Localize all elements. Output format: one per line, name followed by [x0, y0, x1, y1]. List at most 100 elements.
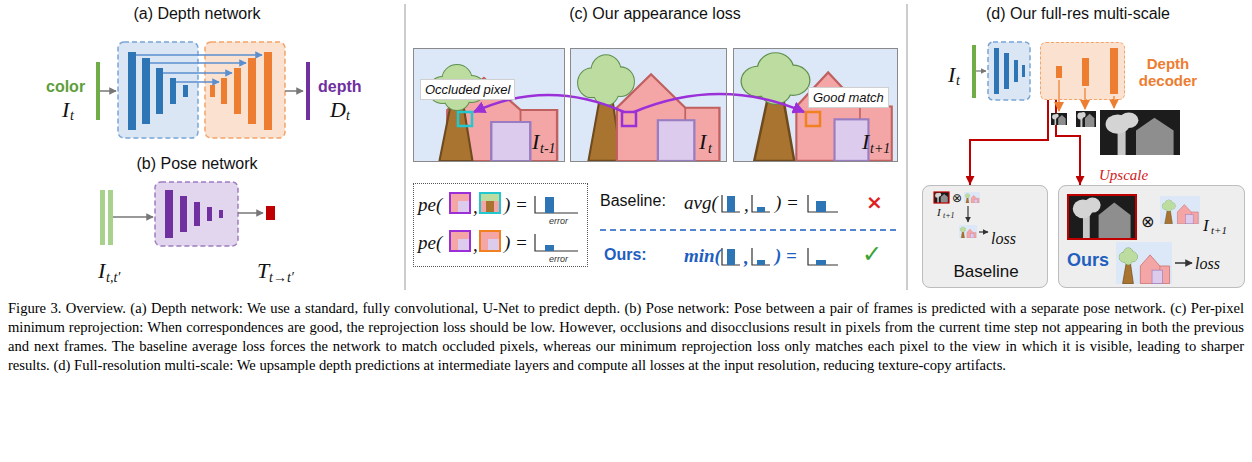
- multiscale-art: [922, 42, 1245, 288]
- depth-network-art: [150, 62, 246, 64]
- multiscale-art: [1068, 195, 1136, 239]
- node-text: I: [1203, 216, 1209, 236]
- math-subscript: t: [346, 108, 350, 124]
- math-subscript: t: [956, 73, 960, 89]
- node-text: t: [708, 141, 712, 157]
- frame-art: [622, 112, 636, 126]
- divider-line: [600, 229, 898, 231]
- node-text: ,: [473, 234, 478, 256]
- node-text: ) =: [504, 194, 528, 216]
- multiscale-art: [1076, 111, 1096, 127]
- math-symbol: T: [257, 258, 269, 284]
- node-text: loss: [991, 230, 1016, 248]
- node-text: Depth decoder: [1133, 55, 1203, 90]
- error-bar-chart: [722, 195, 740, 212]
- node-text: I: [862, 129, 869, 155]
- math-symbol: D: [330, 97, 346, 123]
- depth-network-art: [170, 78, 176, 104]
- multiscale-art: [1082, 58, 1089, 86]
- multiscale-art: [1056, 48, 1118, 94]
- depth-network-art: [156, 68, 163, 114]
- depth-network-art: [183, 85, 188, 97]
- error-bar-chart: [752, 248, 770, 265]
- equation-text: ,: [744, 194, 749, 216]
- error-bar-chart: [752, 195, 770, 212]
- connector-arrow: [970, 100, 1048, 185]
- loss-box: Upscale⊗It+1lossOurs: [1058, 185, 1245, 288]
- multiscale-art: [1051, 113, 1067, 125]
- depth-network-art: [234, 68, 241, 114]
- patch-art: [480, 193, 500, 201]
- image-frame: It-1Occluded pixel: [413, 48, 565, 162]
- frame-art: [617, 74, 720, 161]
- math-subscript: t,t′: [106, 270, 120, 286]
- multiscale-art: [934, 192, 949, 203]
- equation-text: ) =: [775, 192, 799, 214]
- pose-network-art: [207, 207, 212, 221]
- math-symbol: I: [62, 97, 69, 123]
- multiscale-art: [994, 48, 999, 94]
- node-text: pe(: [418, 232, 442, 254]
- depth-network-art: [100, 90, 116, 92]
- frame-art: [796, 72, 891, 161]
- node-text: t+1: [1211, 224, 1227, 236]
- callout-label: Occluded pixel: [420, 79, 515, 100]
- math-symbol: I: [98, 258, 105, 284]
- patch-art: [480, 193, 500, 213]
- multiscale-art: [1040, 42, 1125, 100]
- patch-art: [450, 193, 470, 213]
- multiscale-art: [1160, 196, 1200, 224]
- node-text: t+1: [870, 141, 890, 157]
- multiscale-art: [922, 185, 1048, 288]
- multiscale-art: [988, 42, 1030, 100]
- patch-art: [450, 231, 470, 251]
- pose-network-art: [238, 212, 263, 214]
- multiscale-art: [934, 192, 949, 203]
- multiscale-art: [1084, 88, 1086, 109]
- depth-network-art: [221, 78, 227, 104]
- multiscale-art: [1022, 65, 1025, 77]
- depth-network-art: [306, 62, 310, 120]
- callout-label: Good match: [808, 87, 889, 108]
- error-bar: [757, 260, 765, 265]
- node-text: ) =: [504, 232, 528, 254]
- frame-art: [413, 48, 898, 162]
- patch-art: [480, 231, 500, 251]
- decoder-box: Depth decoder: [1040, 42, 1125, 100]
- multiscale-art: [1113, 96, 1115, 108]
- equation-box: pe(,) =errorpe(,) =error: [413, 183, 588, 267]
- error-bar: [545, 197, 554, 213]
- node-text: I: [699, 129, 706, 155]
- multiscale-art: [994, 48, 1025, 94]
- equation-text: ,: [744, 247, 749, 269]
- pose-network-art: [180, 196, 187, 232]
- pose-network-art: [219, 210, 223, 218]
- row-label: Baseline:: [600, 192, 666, 210]
- equation-text: min(: [684, 245, 721, 267]
- multiscale-art: [1058, 185, 1245, 288]
- node-text: t+1: [943, 211, 955, 220]
- error-bar-chart: [722, 248, 740, 265]
- node-text: error: [549, 216, 568, 226]
- panel-title: (d) Our full-res multi-scale: [986, 5, 1170, 23]
- input-label: color: [46, 78, 85, 96]
- error-bar: [816, 260, 826, 265]
- frame-art: [742, 53, 810, 161]
- depth-network-art: [285, 90, 303, 92]
- cross-mark: ×: [866, 190, 883, 214]
- patch-art: [458, 239, 470, 251]
- panel-divider: [405, 4, 406, 290]
- depth-network-art: [96, 42, 310, 138]
- multiscale-art: [959, 225, 977, 238]
- depth-network-art: [210, 85, 215, 97]
- depth-network-art: [136, 55, 262, 82]
- error-bar: [757, 207, 765, 212]
- panel-divider: [405, 4, 907, 290]
- depth-network-art: [136, 54, 262, 56]
- multiscale-art: [1059, 80, 1114, 111]
- loss-box: It+1⊗lossBaseline: [922, 185, 1048, 288]
- error-bar: [727, 196, 735, 212]
- patch-art: [486, 201, 494, 213]
- panel-title: (b) Pose network: [137, 155, 258, 173]
